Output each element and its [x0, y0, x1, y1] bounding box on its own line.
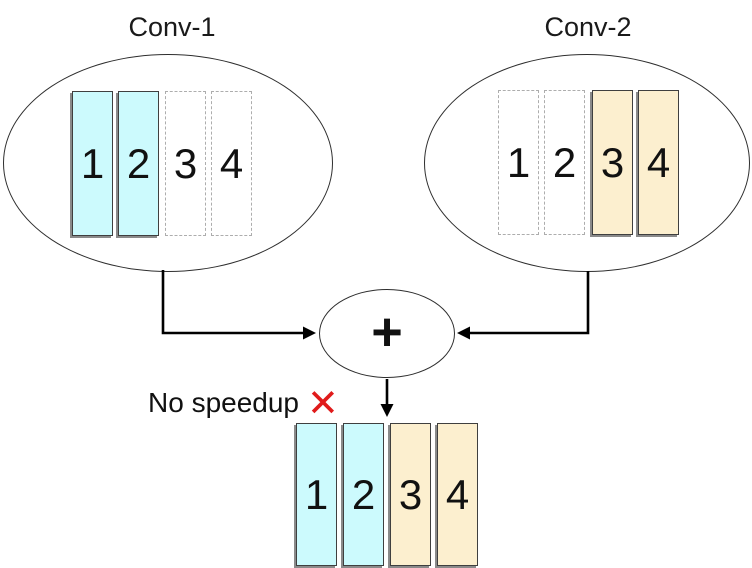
conv2-ellipse — [424, 54, 750, 272]
result-filter-2: 2 — [343, 423, 384, 566]
conv2-filter-1: 1 — [498, 90, 539, 235]
conv1-filter-2: 2 — [118, 91, 159, 236]
plus-operator: + — [371, 301, 403, 362]
merge-node: + — [319, 289, 455, 378]
conv1-filter-1: 1 — [72, 91, 113, 236]
no-speedup-annotation: No speedup ✕ — [148, 384, 339, 422]
result-filter-4: 4 — [437, 423, 478, 566]
conv2-filter-3: 3 — [592, 90, 633, 235]
red-cross-icon: ✕ — [307, 381, 339, 425]
conv1-filter-4: 4 — [211, 91, 252, 236]
no-speedup-label: No speedup — [148, 387, 300, 418]
conv2-filter-4: 4 — [638, 90, 679, 235]
result-filter-3: 3 — [390, 423, 431, 566]
result-filter-1: 1 — [296, 423, 337, 566]
conv1-to-merge-arrow — [161, 270, 316, 340]
conv1-title: Conv-1 — [128, 12, 216, 42]
conv2-title: Conv-2 — [544, 12, 632, 42]
conv2-filter-2: 2 — [544, 90, 585, 235]
conv1-filter-3: 3 — [165, 91, 206, 236]
conv2-to-merge-arrow — [457, 271, 590, 340]
